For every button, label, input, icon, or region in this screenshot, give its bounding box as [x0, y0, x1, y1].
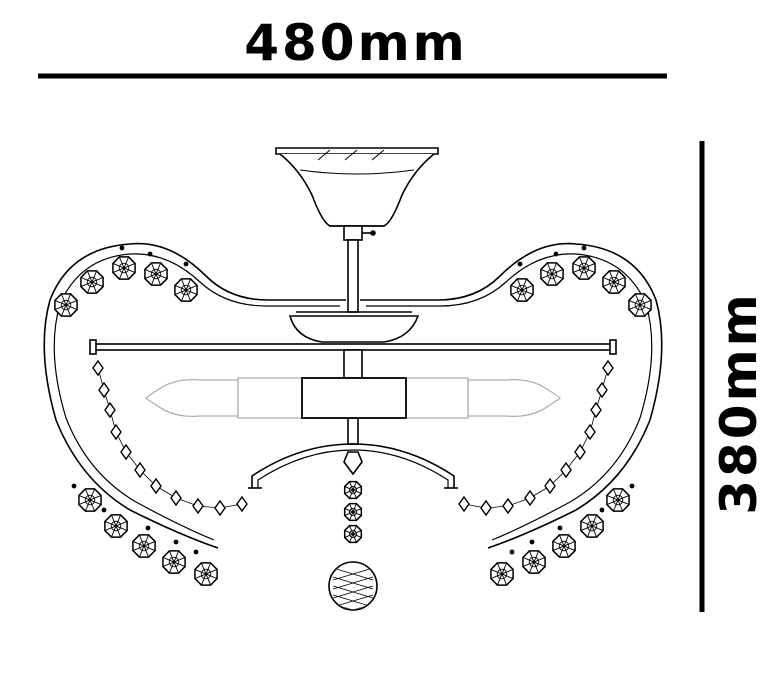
crystal-octagon	[54, 293, 78, 317]
lower-arc	[248, 443, 458, 489]
bead-dot	[183, 261, 189, 267]
bead-dot	[599, 507, 605, 513]
crystal-octagon	[490, 562, 514, 586]
bead-dot	[581, 245, 587, 251]
crystal-octagon	[144, 262, 168, 286]
crystal-octagon	[628, 293, 652, 317]
chain-crystal	[524, 489, 536, 507]
bead-dot	[71, 483, 77, 489]
chain-crystal	[458, 495, 470, 513]
bulbs-right	[403, 377, 561, 419]
chain-crystal	[98, 381, 110, 399]
pendant-octagon	[343, 524, 363, 544]
center-bowl	[288, 311, 420, 343]
chain-crystal	[236, 495, 248, 513]
chain-crystal	[574, 443, 586, 461]
bead-dot	[145, 525, 151, 531]
crystal-octagon	[132, 534, 156, 558]
bead-dot	[629, 483, 635, 489]
crystal-octagon	[162, 550, 186, 574]
crystal-octagon	[104, 514, 128, 538]
crystal-ball-outline	[328, 561, 378, 611]
bead-dot	[193, 549, 199, 555]
crystal-octagon	[510, 278, 534, 302]
bead-dot	[553, 251, 559, 257]
crystal-octagon	[80, 270, 104, 294]
bead-dot	[557, 525, 563, 531]
bead-dot	[101, 507, 107, 513]
finial	[343, 451, 363, 476]
chain-crystal	[214, 499, 226, 517]
chain-crystal	[480, 499, 492, 517]
bead-dot	[517, 261, 523, 267]
chain-crystal	[120, 443, 132, 461]
crystal-octagon	[606, 488, 630, 512]
crystal-octagon	[112, 256, 136, 280]
chain-crystal	[560, 461, 572, 479]
bead-dot	[119, 245, 125, 251]
chain-crystal	[134, 461, 146, 479]
crystal-octagon	[540, 262, 564, 286]
center-lamp-block	[301, 377, 407, 419]
crystal-octagon	[78, 488, 102, 512]
chain-crystal	[110, 423, 122, 441]
chain-crystal	[192, 497, 204, 515]
crystal-octagon	[602, 270, 626, 294]
chain-crystal	[584, 423, 596, 441]
chain-crystal	[104, 401, 116, 419]
crystal-octagon	[174, 278, 198, 302]
chain-crystal	[590, 401, 602, 419]
crystal-octagon	[194, 562, 218, 586]
pendant-octagon	[343, 502, 363, 522]
bead-dot	[529, 539, 535, 545]
chain-crystal	[150, 477, 162, 495]
width-dimension-label: 480mm	[244, 14, 468, 72]
crystal-octagon	[552, 534, 576, 558]
chain-crystal	[92, 359, 104, 377]
bead-dot	[173, 539, 179, 545]
central-rod	[343, 225, 376, 313]
chain-crystal	[596, 381, 608, 399]
crystal-ball	[330, 563, 376, 609]
bead-dot	[147, 251, 153, 257]
chain-crystal	[170, 489, 182, 507]
crystal-octagon	[572, 256, 596, 280]
bulbs-left	[145, 377, 303, 419]
crystal-octagon	[580, 514, 604, 538]
crystal-ornaments	[54, 245, 652, 611]
chain-crystal	[544, 477, 556, 495]
bead-dot	[509, 549, 515, 555]
ceiling-canopy	[275, 147, 439, 227]
chain-crystal	[502, 497, 514, 515]
crystal-octagon	[522, 550, 546, 574]
pendant-octagon	[343, 480, 363, 500]
chain-crystal	[602, 359, 614, 377]
